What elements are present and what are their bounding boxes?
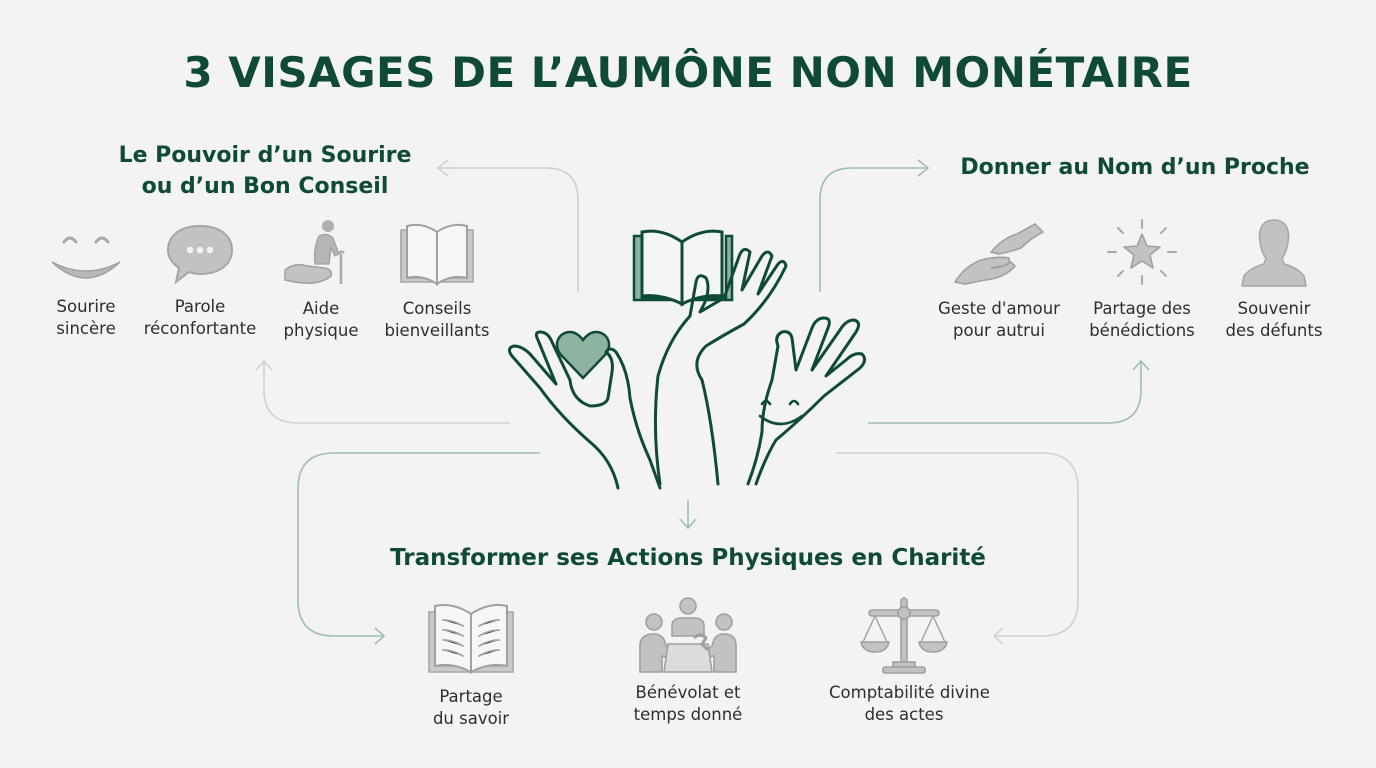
item-conseils-bienveillants: Conseils bienveillants — [362, 220, 512, 342]
item-partage-benedictions: Partage des bénédictions — [1067, 218, 1217, 342]
item-label-line2: des défunts — [1225, 321, 1323, 340]
open-book-icon — [400, 223, 474, 286]
item-aide-physique: Aide physique — [246, 218, 396, 342]
page-title: 3 VISAGES DE L’AUMÔNE NON MONÉTAIRE — [183, 48, 1193, 97]
scales-icon — [860, 597, 948, 674]
item-label-line2: sincère — [56, 319, 116, 338]
item-label-line1: Partage des — [1093, 299, 1191, 318]
item-label-line2: temps donné — [633, 705, 743, 724]
section-title-relative: Donner au Nom d’un Proche — [960, 155, 1310, 180]
book-text-icon — [428, 604, 514, 674]
item-label-line1: Souvenir — [1237, 299, 1311, 318]
elderly-help-icon — [284, 220, 345, 284]
section-title-smile-line1: Le Pouvoir d’un Sourire — [118, 143, 412, 168]
item-comptabilite-divine: Comptabilité divine des actes — [829, 596, 990, 726]
giving-hands-icon — [953, 223, 1045, 285]
item-label-line1: Aide — [302, 299, 340, 318]
book-icon — [632, 229, 734, 307]
item-label-line2: des actes — [864, 705, 944, 724]
item-label-line2: pour autrui — [953, 321, 1045, 340]
item-label-line2: bénédictions — [1089, 321, 1195, 340]
item-partage-savoir: Partage du savoir — [396, 600, 546, 730]
item-label-line1: Geste d'amour — [938, 299, 1060, 318]
item-label-line2: bienveillants — [384, 321, 490, 340]
item-label-line1: Parole — [174, 297, 226, 316]
item-sourire-sincere: Sourire sincère — [11, 222, 161, 340]
smile-icon — [51, 236, 121, 279]
three-hands-illustration — [507, 229, 867, 490]
item-benevolat: Bénévolat et temps donné — [613, 596, 763, 726]
item-label-line1: Conseils — [402, 299, 472, 318]
item-label-line2: du savoir — [432, 709, 510, 728]
section-title-actions: Transformer ses Actions Physiques en Cha… — [390, 545, 986, 571]
shining-star-icon — [1107, 219, 1177, 285]
item-parole-reconfortante: Parole réconfortante — [125, 222, 275, 340]
item-label-line1: Bénévolat et — [635, 683, 741, 702]
item-label-line1: Sourire — [56, 297, 116, 316]
volunteers-icon — [639, 597, 737, 673]
speech-bubble-icon — [166, 224, 234, 285]
item-label-line2: physique — [283, 321, 359, 340]
person-silhouette-icon — [1241, 219, 1307, 287]
item-label-line1: Comptabilité divine — [829, 683, 990, 702]
item-souvenir-defunts: Souvenir des défunts — [1199, 218, 1349, 342]
section-title-smile-line2: ou d’un Bon Conseil — [141, 174, 389, 199]
heart-icon — [555, 330, 611, 380]
item-geste-amour: Geste d'amour pour autrui — [924, 218, 1074, 342]
item-label-line2: réconfortante — [143, 319, 257, 338]
section-title-smile: Le Pouvoir d’un Sourire ou d’un Bon Cons… — [90, 140, 440, 202]
item-label-line1: Partage — [439, 687, 503, 706]
